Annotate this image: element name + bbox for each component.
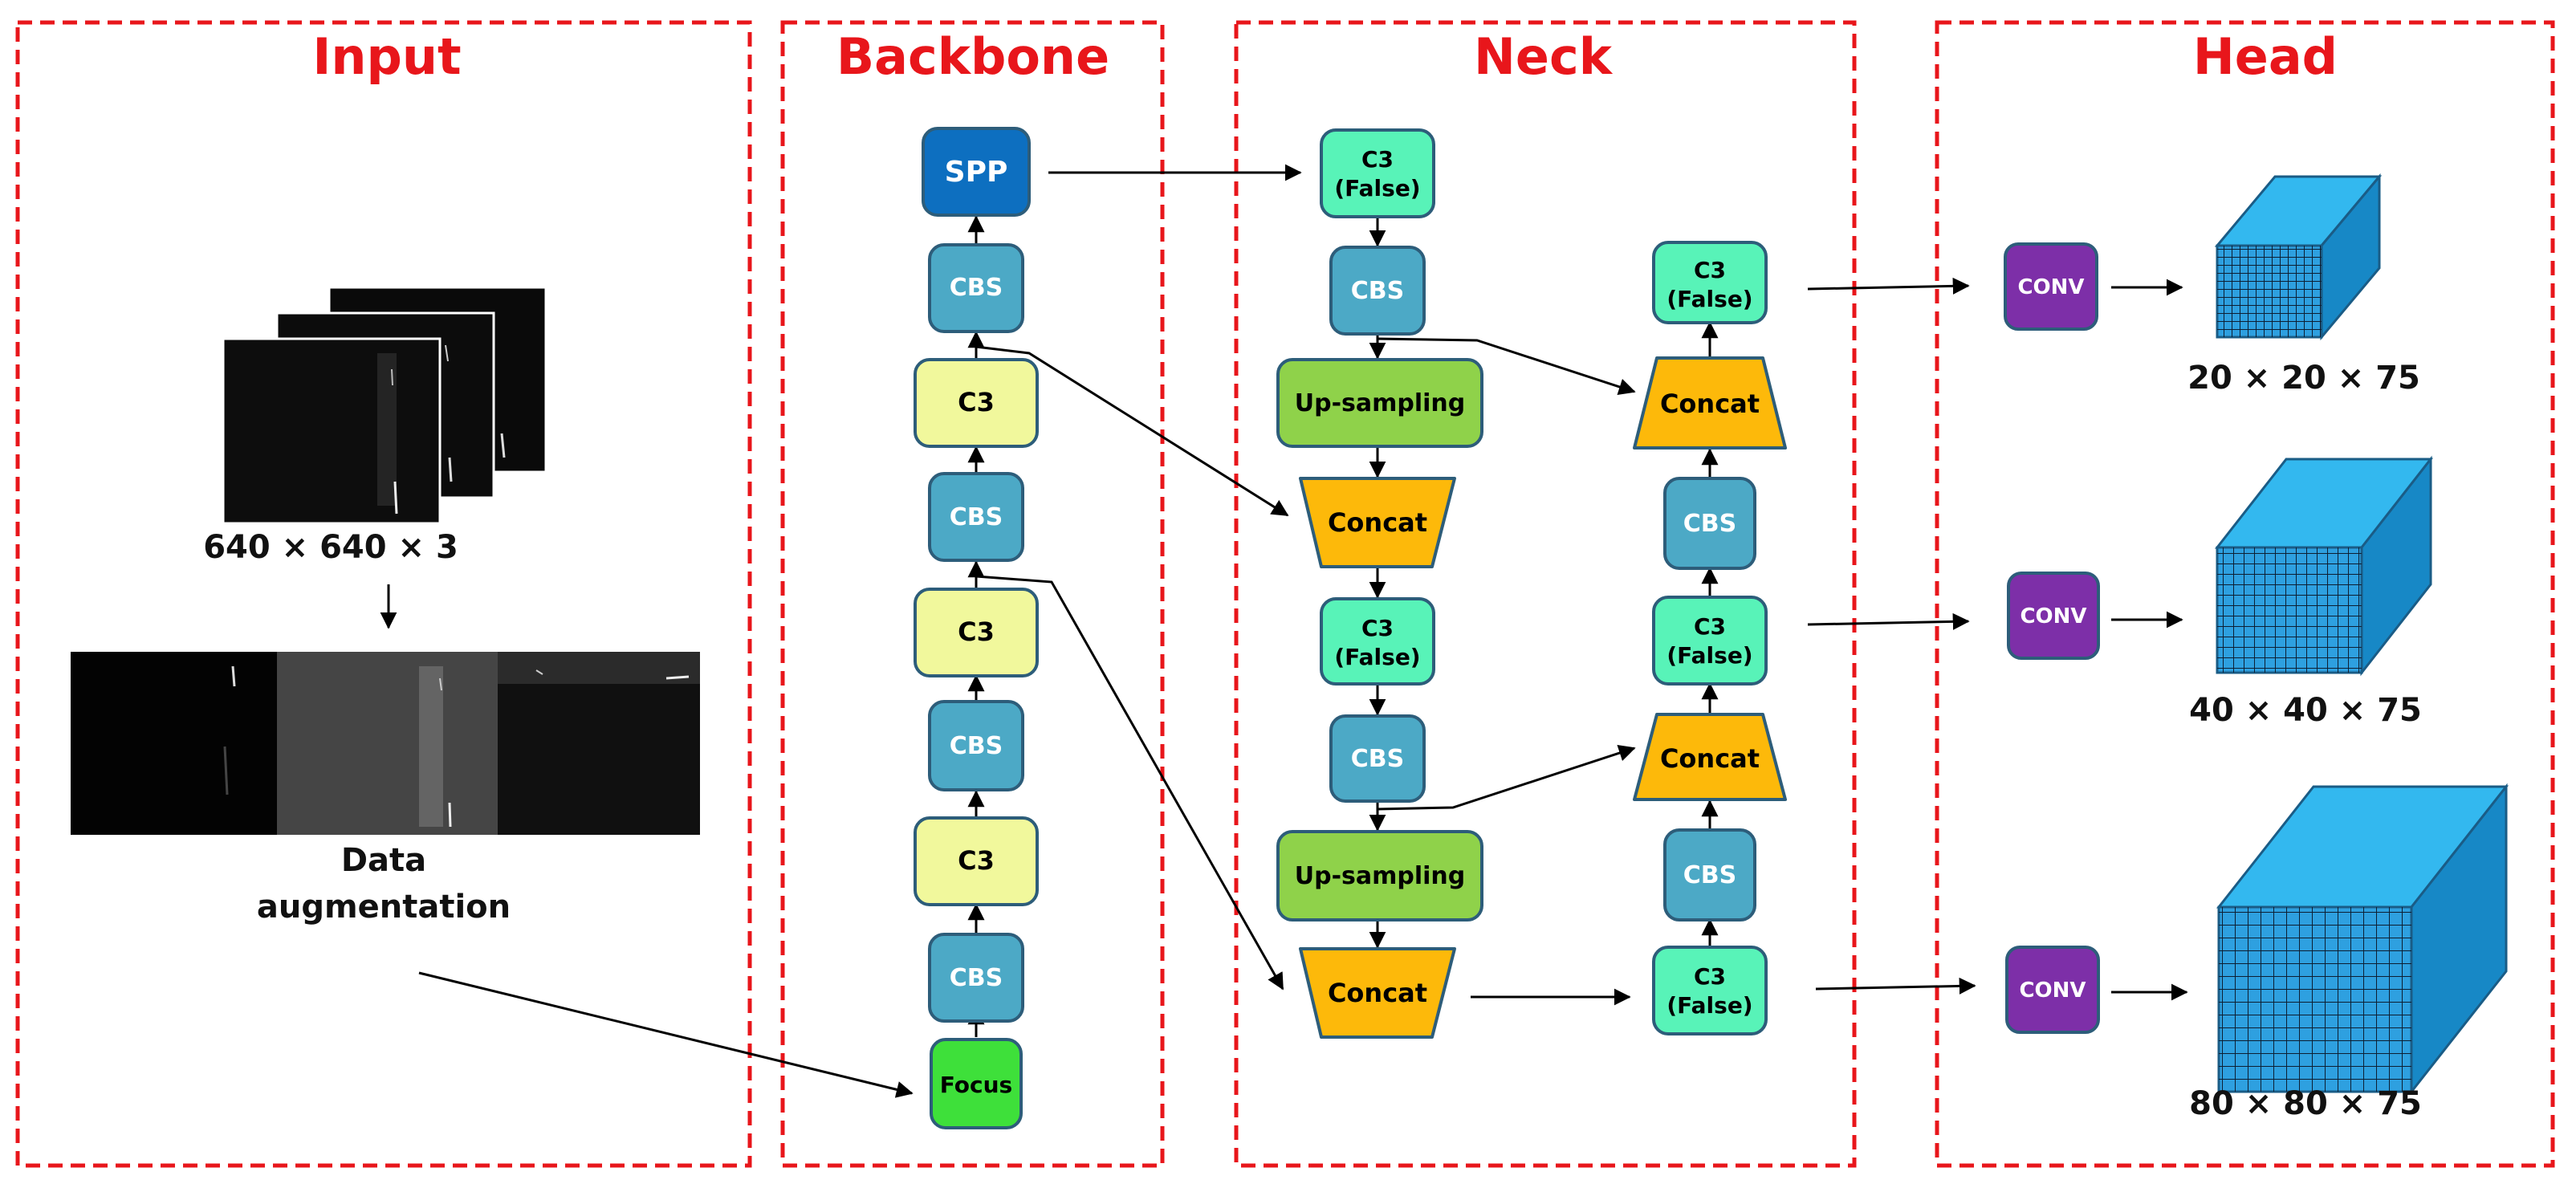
neck-right-c3-top-label2: (False) [1666,286,1752,312]
neck-left-c3-top-label2: (False) [1334,175,1420,201]
neck-right-c3-mid-label2: (False) [1666,642,1752,669]
backbone-c3-2-label: C3 [958,616,995,647]
backbone-cbs-1-label: CBS [950,964,1003,992]
neck-right-concat-bottom: Concat [1633,713,1787,801]
neck-right-c3-mid: C3 (False) [1652,596,1768,686]
backbone-cbs-4: CBS [928,243,1024,333]
neck-right-cbs-bottom-label: CBS [1683,861,1737,889]
neck-left-c3-top-label1: C3 [1361,146,1394,173]
neck-right-concat-top-label: Concat [1660,389,1760,419]
head-panel-title: Head [2193,27,2338,86]
neck-right-c3-top: C3 (False) [1652,241,1768,324]
output-40-caption: 40 × 40 × 75 [2189,692,2422,729]
neck-to-head-arrows [1807,277,1976,995]
neck-left-cbs-mid: CBS [1329,714,1426,803]
backbone-c3-3: C3 [914,358,1039,448]
neck-right-c3-mid-label1: C3 [1694,613,1726,640]
neck-left-upsampling-bottom-label: Up-sampling [1295,862,1466,890]
augmentation-mosaic [71,652,700,835]
input-frames [222,286,547,525]
neck-right-concat-bottom-label: Concat [1660,743,1760,774]
backbone-cbs-4-label: CBS [950,274,1003,302]
neck-left-upsampling-bottom: Up-sampling [1276,830,1483,922]
backbone-focus: Focus [930,1038,1023,1129]
neck-left-c3-mid: C3 (False) [1320,597,1435,686]
neck-left-cbs-top-label: CBS [1351,277,1405,305]
head-conv-mid: CONV [2007,572,2100,660]
head-conv-mid-label: CONV [2020,604,2086,629]
neck-cross-arrows [1377,337,1636,1006]
augmentation-caption-line2: augmentation [257,889,511,926]
backbone-spp-label: SPP [945,156,1008,189]
neck-left-c3-mid-label2: (False) [1334,644,1420,670]
neck-left-c3-mid-label1: C3 [1361,615,1394,641]
neck-left-concat-top-label: Concat [1328,507,1427,538]
head-conv-top: CONV [2004,242,2098,331]
backbone-cbs-3: CBS [928,472,1024,562]
output-cube-40 [2214,455,2434,677]
backbone-cbs-1: CBS [928,933,1024,1023]
neck-left-cbs-mid-label: CBS [1351,745,1405,773]
neck-left-upsampling-top: Up-sampling [1276,358,1483,448]
input-frames-caption: 640 × 640 × 3 [203,529,458,566]
input-panel [15,20,752,1168]
neck-left-concat-top: Concat [1299,477,1456,568]
neck-right-c3-bottom-label2: (False) [1666,992,1752,1019]
head-conv-bottom-label: CONV [2019,978,2086,1003]
backbone-c3-1: C3 [914,816,1039,906]
backbone-to-neck-arrows [975,164,1302,991]
neck-left-concat-bottom-label: Concat [1328,978,1427,1008]
neck-panel [1234,20,1857,1168]
output-cube-20 [2214,173,2383,341]
neck-right-c3-top-label1: C3 [1694,257,1726,283]
backbone-cbs-2: CBS [928,700,1024,791]
augmentation-caption-line1: Data [341,842,426,879]
output-20-caption: 20 × 20 × 75 [2187,360,2420,397]
input-panel-title: Input [312,27,461,86]
backbone-panel [780,20,1165,1168]
head-conv-bottom: CONV [2005,946,2100,1034]
backbone-c3-2: C3 [914,588,1039,677]
head-conv-to-output-arrows [2111,279,2188,1001]
neck-right-cbs-top-label: CBS [1683,510,1737,538]
output-cube-80 [2216,783,2509,1096]
backbone-spp: SPP [922,127,1031,217]
augmentation-to-focus-arrow [418,971,914,1098]
neck-right-cbs-bottom: CBS [1663,828,1756,922]
neck-left-upsampling-top-label: Up-sampling [1295,389,1466,417]
head-conv-top-label: CONV [2017,275,2084,299]
neck-right-cbs-top: CBS [1663,477,1756,570]
backbone-c3-3-label: C3 [958,387,995,417]
backbone-panel-title: Backbone [836,27,1109,86]
neck-right-concat-top: Concat [1633,356,1787,450]
output-80-caption: 80 × 80 × 75 [2189,1085,2422,1122]
head-panel [1935,20,2555,1168]
neck-right-c3-bottom: C3 (False) [1652,946,1768,1035]
neck-left-c3-top: C3 (False) [1320,128,1435,218]
neck-left-concat-bottom: Concat [1299,947,1456,1039]
neck-left-cbs-top: CBS [1329,246,1426,336]
backbone-focus-label: Focus [940,1072,1012,1098]
backbone-cbs-3-label: CBS [950,503,1003,531]
neck-right-c3-bottom-label1: C3 [1694,963,1726,990]
backbone-c3-1-label: C3 [958,845,995,876]
backbone-cbs-2-label: CBS [950,732,1003,760]
neck-panel-title: Neck [1474,27,1614,86]
